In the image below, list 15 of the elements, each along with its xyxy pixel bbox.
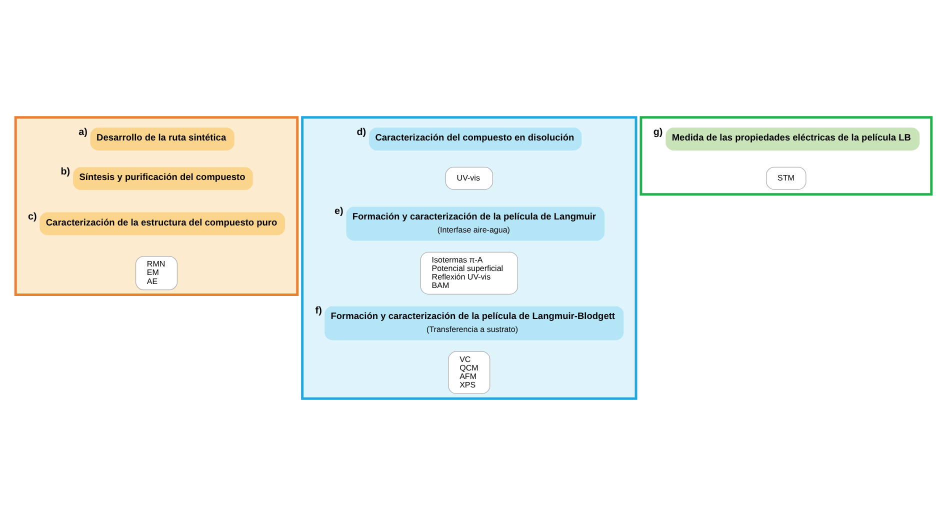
node-label: c): [28, 211, 37, 222]
node-label: b): [60, 166, 70, 177]
node-box: Caracterización del compuesto en disolución: [369, 127, 582, 150]
node-label: f): [315, 304, 322, 316]
node-label: e): [334, 206, 344, 216]
cluster: [640, 116, 933, 196]
node-label: a): [78, 126, 88, 138]
node-box: Síntesis y purificación del compuesto: [73, 166, 253, 190]
node-label: g): [653, 126, 663, 138]
node-label: d): [356, 126, 366, 138]
cluster: [14, 116, 299, 296]
node-box: Desarrollo de la ruta sintética: [90, 127, 234, 150]
node-box: Caracterización de la estructura del compuesto puro: [40, 212, 286, 235]
node-box: Medida de las propiedades eléctricas de la película LB: [666, 127, 920, 150]
cluster: [301, 116, 638, 400]
